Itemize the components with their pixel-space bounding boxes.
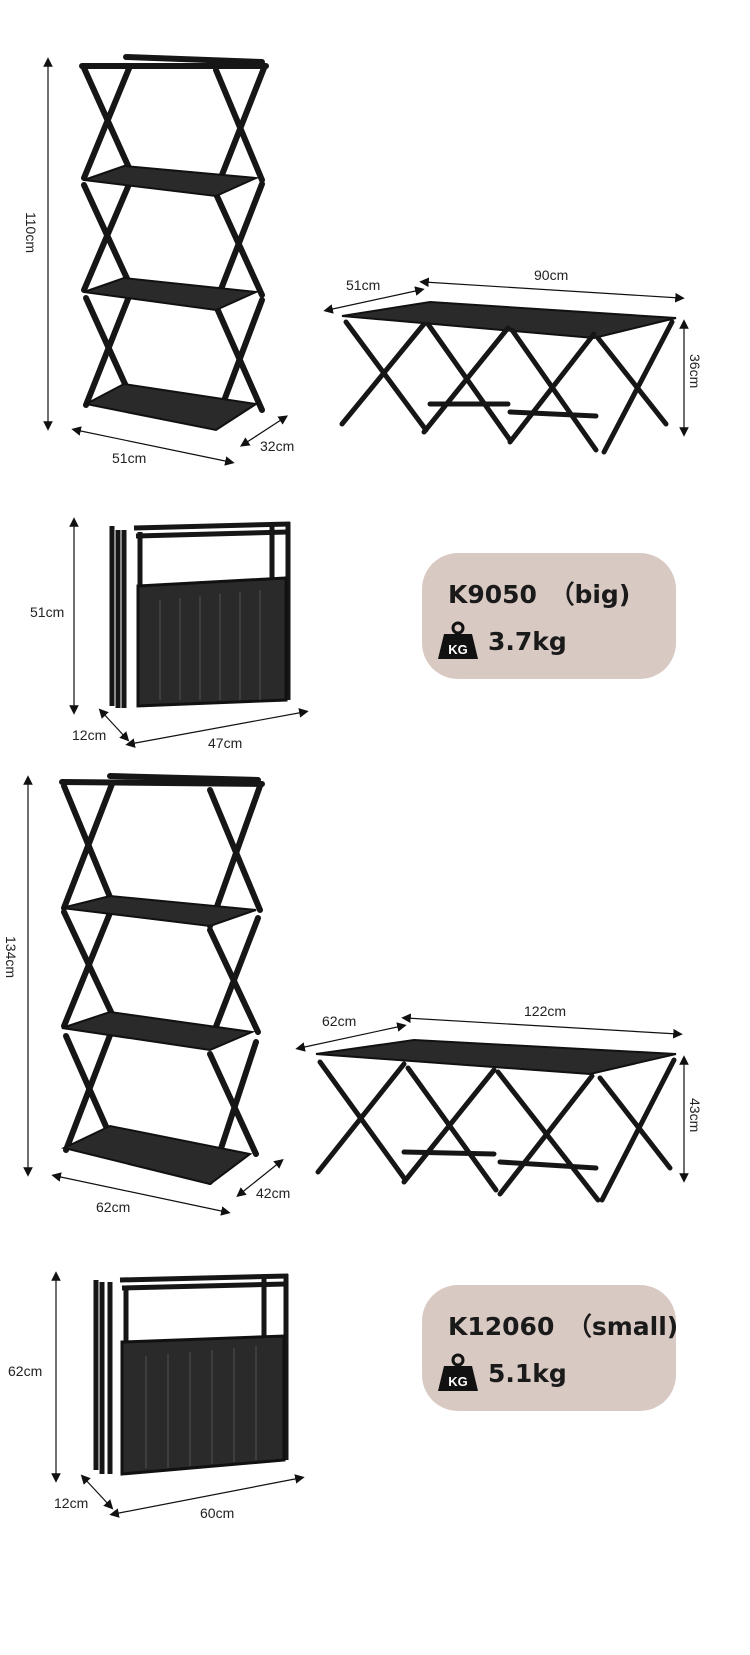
model-label: K12060 （small) <box>448 1312 679 1341</box>
svg-text:KG: KG <box>448 642 468 657</box>
shelf-width-label: 51cm <box>112 450 146 466</box>
table-depth-label: 51cm <box>346 277 380 293</box>
shelf-depth-label: 32cm <box>260 438 294 454</box>
table-dimension-lines <box>295 1013 689 1183</box>
model-weight-badge: K12060 （small) KG 5.1kg <box>422 1285 679 1411</box>
product-k9050-illustration: 110cm 51cm 32cm 51cm 90cm <box>23 54 703 751</box>
folded-height-label: 62cm <box>8 1363 42 1379</box>
shelf-width-label: 62cm <box>96 1199 130 1215</box>
weight-kg-icon: KG <box>436 621 480 661</box>
table-dimension-lines <box>323 277 689 437</box>
shelf-unit-image <box>79 54 269 425</box>
table-length-label: 90cm <box>534 267 568 283</box>
folded-width-label: 47cm <box>208 735 242 751</box>
shelf-dimension-lines <box>43 57 289 466</box>
table-height-label: 36cm <box>687 354 703 388</box>
model-label: K9050 （big) <box>448 580 631 609</box>
shelf-height-label: 110cm <box>23 212 39 253</box>
shelf-depth-label: 42cm <box>256 1185 290 1201</box>
product-k9050-section: 110cm 51cm 32cm 51cm 90cm <box>0 0 750 760</box>
folded-width-label: 60cm <box>200 1505 234 1521</box>
weight-kg-icon: KG <box>436 1353 480 1393</box>
weight-value: 3.7kg <box>488 626 567 656</box>
table-unit-image <box>339 300 677 455</box>
product-k12060-section: 134cm 62cm 42cm 62cm 122cm <box>0 770 750 1655</box>
shelf-height-label: 134cm <box>3 936 19 978</box>
table-unit-image <box>315 1038 677 1203</box>
table-height-label: 43cm <box>687 1098 703 1132</box>
shelf-unit-image <box>59 773 265 1185</box>
product-k12060-illustration: 134cm 62cm 42cm 62cm 122cm <box>3 773 703 1521</box>
weight-value: 5.1kg <box>488 1358 567 1388</box>
folded-unit-image <box>109 521 291 708</box>
table-depth-label: 62cm <box>322 1013 356 1029</box>
model-weight-badge: K9050 （big) KG 3.7kg <box>422 553 676 679</box>
folded-thickness-label: 12cm <box>54 1495 88 1511</box>
table-length-label: 122cm <box>524 1003 566 1019</box>
folded-dimension-lines <box>51 1271 305 1518</box>
folded-unit-image <box>93 1273 289 1476</box>
folded-height-label: 51cm <box>30 604 64 620</box>
shelf-dimension-lines <box>23 775 284 1216</box>
svg-text:KG: KG <box>448 1374 468 1389</box>
folded-thickness-label: 12cm <box>72 727 106 743</box>
folded-dimension-lines <box>69 517 309 748</box>
